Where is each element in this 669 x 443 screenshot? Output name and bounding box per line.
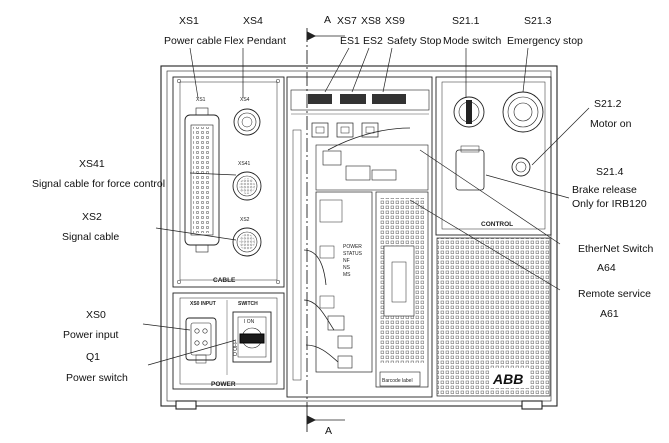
remote-code: A61 (600, 308, 619, 320)
q1-name: Power switch (66, 372, 128, 384)
power-panel-title: POWER (211, 381, 236, 388)
control-panel (435, 76, 552, 236)
leader-lines (142, 47, 590, 366)
switch-text: SWITCH (238, 301, 258, 307)
es2-label: ES2 (363, 35, 383, 47)
xs1-code: XS1 (179, 15, 199, 27)
ethernet-name: EtherNet Switch (578, 243, 653, 255)
xs7-label: XS7 (337, 15, 357, 27)
led-nf: NF (343, 258, 350, 264)
xs0-input-text: XS0 INPUT (190, 301, 216, 307)
power-panel (172, 292, 285, 390)
s213-name: Emergency stop (507, 35, 583, 47)
xs2-name: Signal cable (62, 231, 119, 243)
s214-code: S21.4 (596, 166, 624, 178)
cable-panel-title: CABLE (213, 277, 236, 284)
s212-name: Motor on (590, 118, 632, 130)
xs41-panel-text: XS41 (238, 161, 250, 167)
switch-on-text: I ON (244, 319, 255, 325)
remote-name: Remote service (578, 288, 651, 300)
q1-code: Q1 (86, 351, 100, 363)
xs2-code: XS2 (82, 211, 102, 223)
xs4-code: XS4 (243, 15, 263, 27)
xs2-panel-text: XS2 (240, 217, 250, 223)
s212-code: S21.2 (594, 98, 622, 110)
control-panel-title: CONTROL (481, 221, 513, 228)
switch-off-text: O OFF (233, 341, 239, 356)
xs1-name: Power cable (164, 35, 222, 47)
led-ms: MS (343, 272, 351, 278)
xs4-panel-text: XS4 (240, 97, 250, 103)
section-a-top: A (324, 14, 331, 26)
s214-name1: Brake release (572, 184, 637, 196)
xs4-name: Flex Pendant (224, 35, 286, 47)
es1-label: ES1 (340, 35, 360, 47)
s213-code: S21.3 (524, 15, 552, 27)
section-line (306, 28, 345, 432)
cable-panel (172, 76, 285, 288)
barcode-label: Barcode label (382, 378, 413, 384)
ethernet-code: A64 (597, 262, 616, 274)
xs9-label: XS9 (385, 15, 405, 27)
led-power: POWER (343, 244, 362, 250)
s214-name2: Only for IRB120 (572, 198, 647, 210)
xs1-panel-text: XS1 (196, 97, 206, 103)
xs41-name: Signal cable for force control (32, 178, 165, 190)
led-status: STATUS (343, 251, 363, 257)
cabinet (160, 65, 558, 410)
xs0-code: XS0 (86, 309, 106, 321)
section-a-bottom: A (325, 425, 332, 437)
s211-code: S21.1 (452, 15, 480, 27)
xs8-label: XS8 (361, 15, 381, 27)
xs41-code: XS41 (79, 158, 105, 170)
led-ns: NS (343, 265, 351, 271)
safety-stop-label: Safety Stop (387, 35, 441, 47)
middle-section (286, 76, 433, 398)
s211-name: Mode switch (443, 35, 502, 47)
abb-logo: ABB (492, 371, 523, 387)
xs0-name: Power input (63, 329, 119, 341)
